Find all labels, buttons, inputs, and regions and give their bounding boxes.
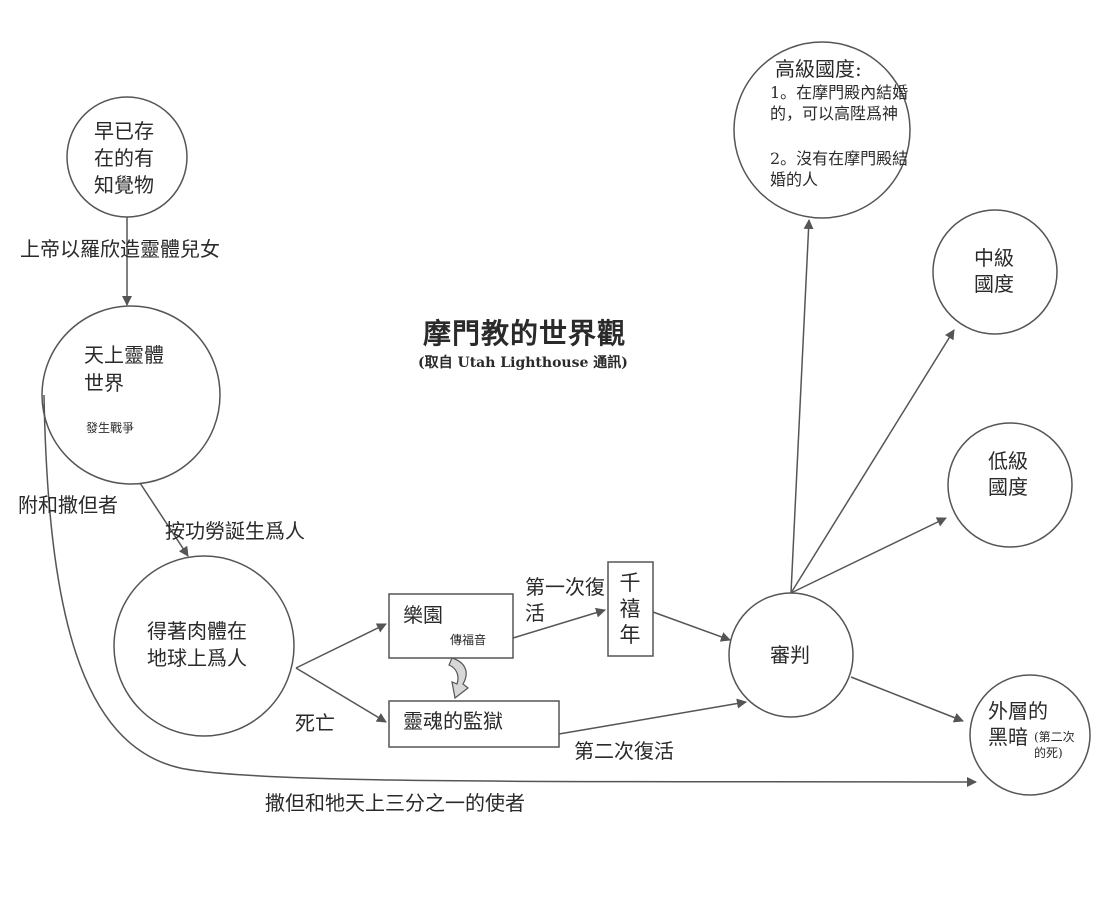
celestial-item-1: 1。在摩門殿內結婚的，可以高陞爲神	[770, 83, 909, 123]
preexistence-line-1: 早已存	[94, 119, 154, 143]
arrow-judgment-to-terrestrial	[790, 329, 955, 594]
telestial-line-2: 國度	[988, 475, 1028, 499]
edge-label-death: 死亡	[295, 711, 335, 735]
millennium-label: 千禧年	[619, 571, 641, 647]
spirit-world-line-2: 世界	[84, 371, 124, 395]
arrow-prison-to-judgment	[558, 698, 747, 735]
edge-label-born-by-merit: 按功勞誕生爲人	[165, 519, 305, 543]
celestial-heading: 高級國度:	[775, 57, 862, 81]
spirit-prison-label: 靈魂的監獄	[403, 709, 503, 733]
outer-darkness-node	[969, 674, 1091, 796]
spirit-world-node	[41, 305, 221, 485]
outer-darkness-note: (第二次的死)	[1034, 730, 1075, 760]
edge-label-followers-of-satan: 附和撒但者	[18, 493, 118, 517]
judgment-label: 審判	[770, 643, 810, 667]
arrow-millennium-to-judgment	[652, 611, 731, 642]
spirit-prison-box	[388, 700, 560, 748]
terrestrial-node	[932, 209, 1058, 335]
diagram-subtitle: (取自 Utah Lighthouse 通訊)	[418, 355, 628, 371]
paradise-label: 樂園	[403, 603, 443, 627]
diagram-title: 摩門教的世界觀	[423, 317, 627, 350]
celestial-node	[733, 41, 911, 219]
paradise-box	[388, 593, 514, 659]
hollow-arrow-paradise-to-prison	[448, 657, 469, 700]
telestial-line-1: 低級	[988, 449, 1028, 473]
outer-darkness-line-2: 黑暗	[988, 725, 1028, 749]
spirit-world-line-1: 天上靈體	[84, 343, 164, 367]
arrow-judgment-to-outer-darkness	[850, 676, 964, 723]
edge-label-first-resurrection: 第一次復活	[525, 575, 605, 625]
preexistence-line-2: 在的有	[94, 146, 154, 170]
earth-life-line-2: 地球上爲人	[147, 646, 247, 670]
outer-darkness-line-1: 外層的	[988, 699, 1048, 723]
arrow-paradise-to-millennium	[512, 607, 606, 639]
arrow-satan-to-outer-darkness	[43, 394, 977, 787]
edge-label-second-resurrection: 第二次復活	[574, 739, 674, 763]
arrow-judgment-to-celestial	[790, 219, 814, 594]
arrow-earth-to-paradise	[295, 623, 387, 669]
terrestrial-line-2: 國度	[974, 272, 1014, 296]
arrow-spirit-to-earth	[139, 482, 189, 557]
terrestrial-line-1: 中級	[974, 246, 1014, 270]
millennium-box	[607, 561, 654, 657]
edge-label-satan-third-angels: 撒但和牠天上三分之一的使者	[265, 791, 525, 815]
preexistence-line-3: 知覺物	[94, 173, 154, 197]
edge-label-created-spirit-children: 上帝以羅欣造靈體兒女	[20, 237, 220, 261]
arrow-judgment-to-telestial	[790, 517, 947, 594]
earth-life-line-1: 得著肉體在	[147, 619, 247, 643]
earth-life-node	[113, 555, 295, 737]
celestial-item-2: 2。沒有在摩門殿結婚的人	[770, 149, 909, 189]
paradise-note: 傳福音	[450, 633, 487, 647]
arrow-earth-to-prison	[295, 667, 387, 723]
telestial-node	[947, 422, 1073, 548]
spirit-world-note: 發生戰爭	[86, 421, 135, 435]
